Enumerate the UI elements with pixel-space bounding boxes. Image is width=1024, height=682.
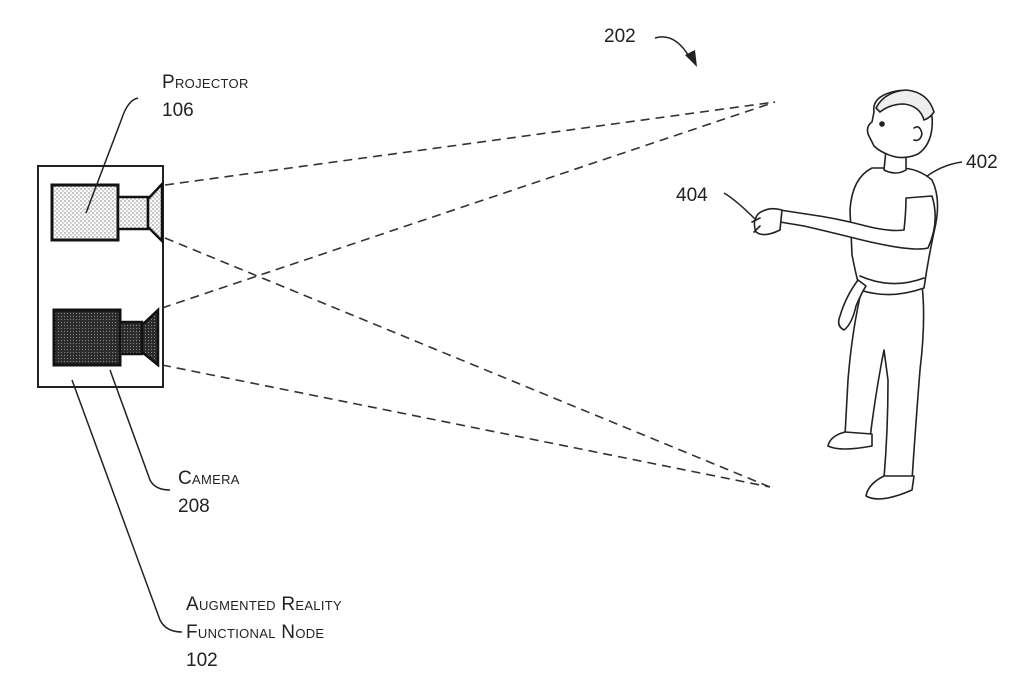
projector-body	[50, 183, 120, 242]
camera-device	[52, 307, 160, 368]
projector-ref: 106	[162, 100, 194, 121]
camera-ray-lower	[161, 364, 771, 488]
figure-ref-arrow	[654, 36, 691, 59]
figure-ref: 202	[604, 26, 636, 47]
node-label-line2: Functional Node	[186, 622, 324, 643]
camera-body	[52, 308, 122, 367]
leader-lines	[71, 36, 963, 633]
person-hand	[753, 207, 783, 236]
person-fingers	[751, 217, 761, 233]
camera-neck	[118, 320, 144, 356]
person-shoe-left	[827, 431, 873, 450]
person-shoe-right	[865, 475, 915, 500]
projector-label: Projector	[162, 72, 249, 93]
camera-ray-upper	[161, 101, 776, 309]
projector-ray-lower	[164, 237, 771, 488]
projector-leader	[85, 97, 139, 214]
camera-ref: 208	[178, 496, 210, 517]
person-eye	[879, 121, 885, 127]
person-arm-rear	[837, 279, 867, 331]
person-ref: 402	[966, 152, 998, 173]
node-ref: 102	[186, 650, 218, 671]
projector-lens	[146, 180, 164, 245]
projector-ray-upper	[164, 101, 776, 186]
person-figure	[751, 89, 939, 500]
person-belt	[859, 275, 925, 285]
projector-neck	[116, 195, 150, 231]
hand-leader	[723, 192, 757, 221]
projector-device	[50, 180, 164, 245]
person-ear	[913, 126, 923, 142]
ar-node	[37, 165, 164, 388]
person-hair	[875, 89, 935, 121]
node-leader	[71, 379, 183, 633]
hand-ref: 404	[676, 185, 708, 206]
camera-lens	[140, 307, 160, 368]
figure-ref-arrowhead	[685, 50, 697, 67]
node-label-line1: Augmented Reality	[186, 594, 342, 615]
person-legs	[844, 284, 925, 481]
camera-label: Camera	[178, 468, 240, 489]
camera-leader	[109, 369, 171, 491]
projection-lines	[161, 101, 776, 488]
